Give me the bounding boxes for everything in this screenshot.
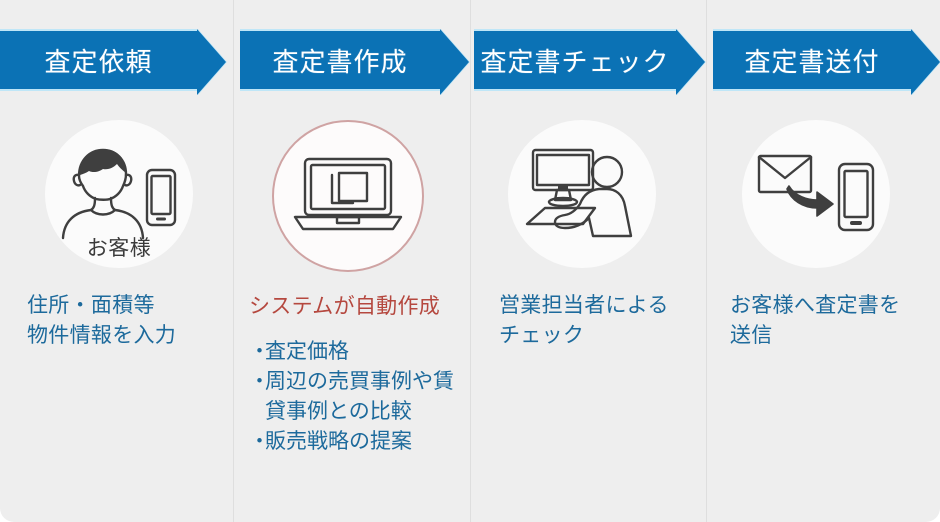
column-divider (470, 0, 471, 522)
step-body-text-3: 営業担当者による チェック (499, 291, 704, 351)
bullet-marker: ・ (249, 340, 270, 363)
customer-with-smartphone-icon (45, 120, 193, 268)
step-body-line: 住所・面積等 物件情報を入力 (27, 294, 177, 347)
person-at-desktop-computer-icon (508, 120, 656, 268)
step-header-label: 査定書作成 (272, 46, 408, 77)
envelope-to-smartphone-icon (742, 120, 890, 268)
step-header-2[interactable]: 査定書作成 (240, 29, 470, 95)
chevron-tip (676, 29, 705, 95)
chevron-tip (440, 29, 469, 95)
customer-icon-caption: お客様 (86, 237, 152, 260)
step-bullet-list-2: ・ 査定価格 ・ 周辺の売買事例や賃貸事例との比較 ・ 販売戦略の提案 (249, 337, 459, 457)
bullet-label: 販売戦略の提案 (265, 430, 412, 453)
bullet-label: 査定価格 (265, 340, 349, 363)
step-header-4[interactable]: 査定書送付 (713, 29, 940, 95)
list-item: ・ 販売戦略の提案 (249, 427, 459, 457)
list-item: ・ 周辺の売買事例や賃貸事例との比較 (249, 367, 459, 427)
step-body-text-4: お客様へ査定書を 送信 (730, 291, 930, 351)
step-body-text-1: 住所・面積等 物件情報を入力 (27, 291, 227, 351)
laptop-icon (272, 120, 424, 272)
column-divider (706, 0, 707, 522)
chevron-tip (911, 29, 940, 95)
chevron-tip (197, 29, 226, 95)
bullet-marker: ・ (249, 370, 270, 393)
step-header-label: 査定書チェック (480, 46, 670, 77)
list-item: ・ 査定価格 (249, 337, 459, 367)
step-header-label: 査定依頼 (44, 46, 153, 77)
step-header-3[interactable]: 査定書チェック (474, 29, 706, 95)
step-header-1[interactable]: 査定依頼 (0, 29, 227, 95)
bullet-label: 周辺の売買事例や賃貸事例との比較 (265, 370, 454, 423)
bullet-marker: ・ (249, 430, 270, 453)
step-body-line: 営業担当者による チェック (499, 294, 669, 347)
column-divider (233, 0, 234, 522)
step-header-label: 査定書送付 (744, 46, 880, 77)
step-heading-2: システムが自動作成 (249, 295, 441, 318)
step-body-line: お客様へ査定書を 送信 (730, 294, 901, 347)
